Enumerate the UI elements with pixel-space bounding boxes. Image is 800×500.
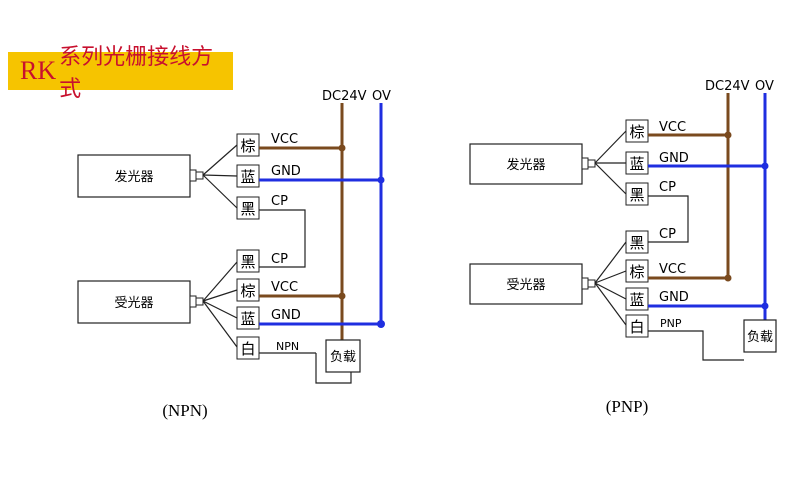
npn-receiver-gnd-junction xyxy=(377,320,385,328)
pnp-receiver-vcc-junction xyxy=(724,274,732,282)
pnp-receiver-gnd-junction xyxy=(761,302,769,310)
pnp-load-box xyxy=(743,319,777,353)
pnp-receiver-tag-black xyxy=(625,230,649,254)
pnp-receiver-fan-3 xyxy=(594,282,627,300)
pnp-receiver-tag-brown-text: 棕 xyxy=(629,263,644,281)
npn-emitter-fan-1 xyxy=(202,144,238,176)
npn-emitter-tag-black-text: 黑 xyxy=(240,200,255,218)
npn-diagram: DC24V OV 发光器 棕 蓝 黑 VCC xyxy=(77,89,391,420)
npn-receiver-fan-4 xyxy=(202,300,238,348)
npn-output-label: NPN xyxy=(276,340,299,353)
npn-cp-wire xyxy=(259,209,306,268)
pnp-emitter-tag-black-text: 黑 xyxy=(629,186,644,204)
npn-receiver-tag-black xyxy=(236,249,260,273)
pnp-emitter-vcc-label: VCC xyxy=(659,120,686,135)
npn-caption: (NPN) xyxy=(162,401,207,420)
pnp-receiver-cp-label: CP xyxy=(659,227,676,242)
pnp-emitter-box xyxy=(469,143,583,185)
pnp-output-wire xyxy=(648,330,744,361)
pnp-receiver-tag-brown xyxy=(625,259,649,283)
npn-emitter-tag-brown xyxy=(236,133,260,157)
pnp-receiver-fan-4 xyxy=(594,282,627,326)
npn-0v-label: OV xyxy=(372,89,391,104)
pnp-receiver-tag-white-text: 白 xyxy=(629,318,644,336)
pnp-emitter-tag-blue-text: 蓝 xyxy=(629,155,644,173)
pnp-receiver-tag-black-text: 黑 xyxy=(629,234,644,252)
npn-load-label: 负载 xyxy=(330,350,356,365)
title-text: 系列光栅接线方式 xyxy=(59,45,214,102)
pnp-receiver-tag-blue-text: 蓝 xyxy=(629,291,644,309)
npn-emitter-label: 发光器 xyxy=(114,169,153,185)
npn-dc24v-label: DC24V xyxy=(322,89,367,104)
pnp-output-label: PNP xyxy=(660,317,682,330)
npn-emitter-fan-3 xyxy=(202,174,238,209)
npn-receiver-vcc-label: VCC xyxy=(271,280,298,295)
npn-receiver-fan-1 xyxy=(202,261,238,302)
npn-emitter-box xyxy=(77,154,191,198)
pnp-emitter-connector-tip xyxy=(587,159,596,168)
pnp-receiver-tag-white xyxy=(625,314,649,338)
npn-emitter-tag-blue-text: 蓝 xyxy=(240,168,255,186)
pnp-cp-wire xyxy=(648,195,689,243)
pnp-receiver-connector-tip xyxy=(587,279,596,288)
npn-emitter-connector-tip xyxy=(195,171,204,180)
pnp-emitter-tag-blue xyxy=(625,151,649,175)
pnp-emitter-gnd-junction xyxy=(761,162,769,170)
title-banner: RK 系列光栅接线方式 xyxy=(8,45,233,102)
npn-emitter-gnd-label: GND xyxy=(271,164,301,179)
pnp-caption: (PNP) xyxy=(606,397,649,416)
npn-receiver-connector xyxy=(189,295,197,308)
pnp-emitter-gnd-label: GND xyxy=(659,151,689,166)
pnp-receiver-gnd-label: GND xyxy=(659,290,689,305)
npn-emitter-vcc-junction xyxy=(338,144,346,152)
npn-receiver-tag-brown-text: 棕 xyxy=(240,282,255,300)
pnp-diagram: DC24V OV 发光器 棕 蓝 黑 VCC GND xyxy=(469,79,777,416)
npn-emitter-fan-2 xyxy=(202,174,238,177)
pnp-receiver-vcc-label: VCC xyxy=(659,262,686,277)
npn-emitter-vcc-label: VCC xyxy=(271,132,298,147)
pnp-emitter-connector xyxy=(581,157,589,170)
npn-load-box xyxy=(325,339,361,373)
pnp-emitter-tag-brown-text: 棕 xyxy=(629,123,644,141)
npn-receiver-cp-label: CP xyxy=(271,252,288,267)
pnp-emitter-tag-black xyxy=(625,182,649,206)
npn-emitter-tag-brown-text: 棕 xyxy=(240,137,255,155)
pnp-receiver-label: 受光器 xyxy=(506,278,545,293)
pnp-emitter-label: 发光器 xyxy=(506,157,545,173)
pnp-receiver-tag-blue xyxy=(625,287,649,311)
npn-emitter-gnd-junction xyxy=(377,176,385,184)
pnp-receiver-box xyxy=(469,263,583,305)
npn-emitter-tag-blue xyxy=(236,164,260,188)
npn-emitter-tag-black xyxy=(236,196,260,220)
pnp-emitter-fan-3 xyxy=(594,162,627,195)
npn-receiver-fan-3 xyxy=(202,300,238,319)
npn-receiver-tag-brown xyxy=(236,278,260,302)
pnp-0v-label: OV xyxy=(755,79,774,94)
npn-receiver-label: 受光器 xyxy=(114,296,153,311)
npn-receiver-connector-tip xyxy=(195,297,204,306)
title-prefix: RK xyxy=(20,56,57,85)
pnp-dc24v-label: DC24V xyxy=(705,79,750,94)
pnp-emitter-vcc-junction xyxy=(724,131,732,139)
npn-receiver-tag-blue-text: 蓝 xyxy=(240,310,255,328)
npn-receiver-tag-white-text: 白 xyxy=(240,340,255,358)
npn-receiver-gnd-label: GND xyxy=(271,308,301,323)
npn-emitter-cp-label: CP xyxy=(271,194,288,209)
pnp-receiver-fan-2 xyxy=(594,270,627,284)
pnp-load-label: 负载 xyxy=(747,330,773,345)
npn-receiver-tag-blue xyxy=(236,306,260,330)
pnp-emitter-tag-brown xyxy=(625,119,649,143)
pnp-receiver-connector xyxy=(581,277,589,290)
pnp-emitter-fan-1 xyxy=(594,130,627,164)
npn-receiver-fan-2 xyxy=(202,289,238,302)
pnp-emitter-cp-label: CP xyxy=(659,180,676,195)
npn-load-return-wire xyxy=(315,353,352,384)
npn-receiver-tag-black-text: 黑 xyxy=(240,253,255,271)
npn-emitter-connector xyxy=(189,169,197,182)
pnp-receiver-fan-1 xyxy=(594,241,627,284)
npn-receiver-vcc-junction xyxy=(338,292,346,300)
npn-receiver-tag-white xyxy=(236,336,260,360)
